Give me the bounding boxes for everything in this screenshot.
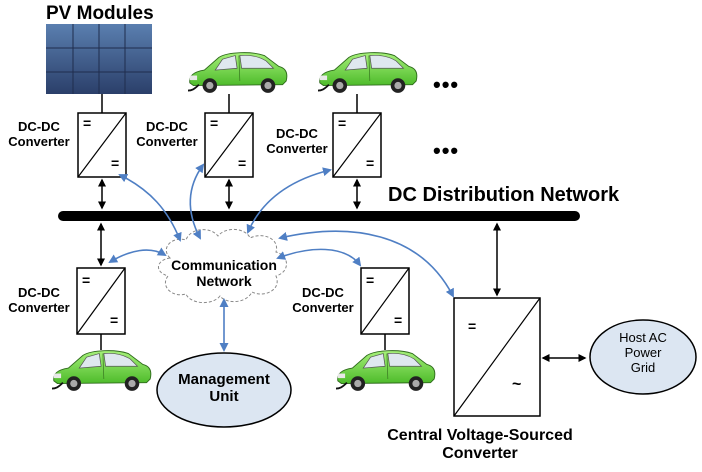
dc-network-title: DC Distribution Network: [388, 184, 620, 206]
converter-label-5: DC-DC Converter: [288, 285, 358, 316]
central-ac-symbol: ~: [512, 376, 522, 393]
pv-modules-title: PV Modules: [46, 3, 154, 24]
host-ac-grid-node: [589, 319, 697, 395]
dc-dc-converter-1: [77, 112, 127, 178]
central-converter-label: Central Voltage-Sourced Converter: [360, 427, 600, 464]
bus-links: [97, 178, 587, 362]
dc-symbol: =: [82, 272, 91, 288]
dc-symbol: =: [83, 115, 92, 131]
grid-line2: Power: [624, 344, 662, 360]
converter-label-1: DC-DC Converter: [4, 119, 74, 150]
converter-label-line2: Converter: [292, 299, 354, 315]
source-links: [100, 94, 386, 350]
converter-label-line1: DC-DC: [146, 119, 188, 134]
dc-dc-converter-2: [204, 112, 254, 178]
converter-label-line2: Converter: [136, 133, 198, 149]
dc-symbol: =: [238, 155, 247, 171]
dc-symbol: =: [111, 155, 120, 171]
converter-label-line2: Converter: [8, 299, 70, 315]
converter-label-line1: DC-DC: [18, 119, 60, 134]
dc-symbol: =: [366, 155, 375, 171]
communication-cloud: [158, 229, 287, 303]
converter-ellipsis: •••: [433, 138, 460, 163]
dc-distribution-bus: [58, 211, 580, 221]
central-converter-box: [453, 297, 541, 417]
communication-links: [108, 163, 454, 352]
management-unit-label: Management Unit: [162, 371, 286, 406]
grid-line1: Host AC: [619, 330, 667, 345]
central-line1: Central Voltage-Sourced: [387, 427, 573, 444]
management-line2: Unit: [209, 388, 239, 406]
converter-label-line1: DC-DC: [276, 126, 318, 141]
management-unit-node: [156, 352, 292, 428]
dc-symbol: =: [338, 115, 347, 131]
dc-symbol: =: [366, 272, 375, 288]
dc-symbol: =: [210, 115, 219, 131]
dc-dc-converter-4: [76, 267, 126, 335]
central-dc-symbol: =: [468, 318, 477, 334]
converter-label-line2: Converter: [8, 133, 70, 149]
dc-dc-converter-3: [332, 112, 382, 178]
dc-symbol: =: [394, 312, 403, 328]
ev-car-icon-4: [336, 349, 436, 392]
dc-symbol: =: [110, 312, 119, 328]
host-grid-label: Host AC Power Grid: [593, 330, 693, 376]
converter-label-line1: DC-DC: [302, 285, 344, 300]
ev-car-icon-2: [318, 51, 418, 94]
ev-ellipsis-top: •••: [433, 72, 460, 97]
communication-line2: Network: [196, 273, 252, 290]
ev-car-icon-3: [52, 349, 152, 392]
converter-label-4: DC-DC Converter: [4, 285, 74, 316]
converter-label-2: DC-DC Converter: [132, 119, 202, 150]
converter-label-line1: DC-DC: [18, 285, 60, 300]
grid-line3: Grid: [630, 359, 656, 375]
management-line1: Management: [178, 371, 270, 388]
communication-network-label: Communication Network: [158, 257, 290, 289]
central-line2: Converter: [442, 445, 518, 463]
converter-label-line2: Converter: [266, 140, 328, 156]
pv-modules-panel: [46, 24, 152, 94]
converter-label-3: DC-DC Converter: [262, 126, 332, 157]
ev-car-icon-1: [188, 51, 288, 94]
communication-line1: Communication: [171, 257, 277, 273]
